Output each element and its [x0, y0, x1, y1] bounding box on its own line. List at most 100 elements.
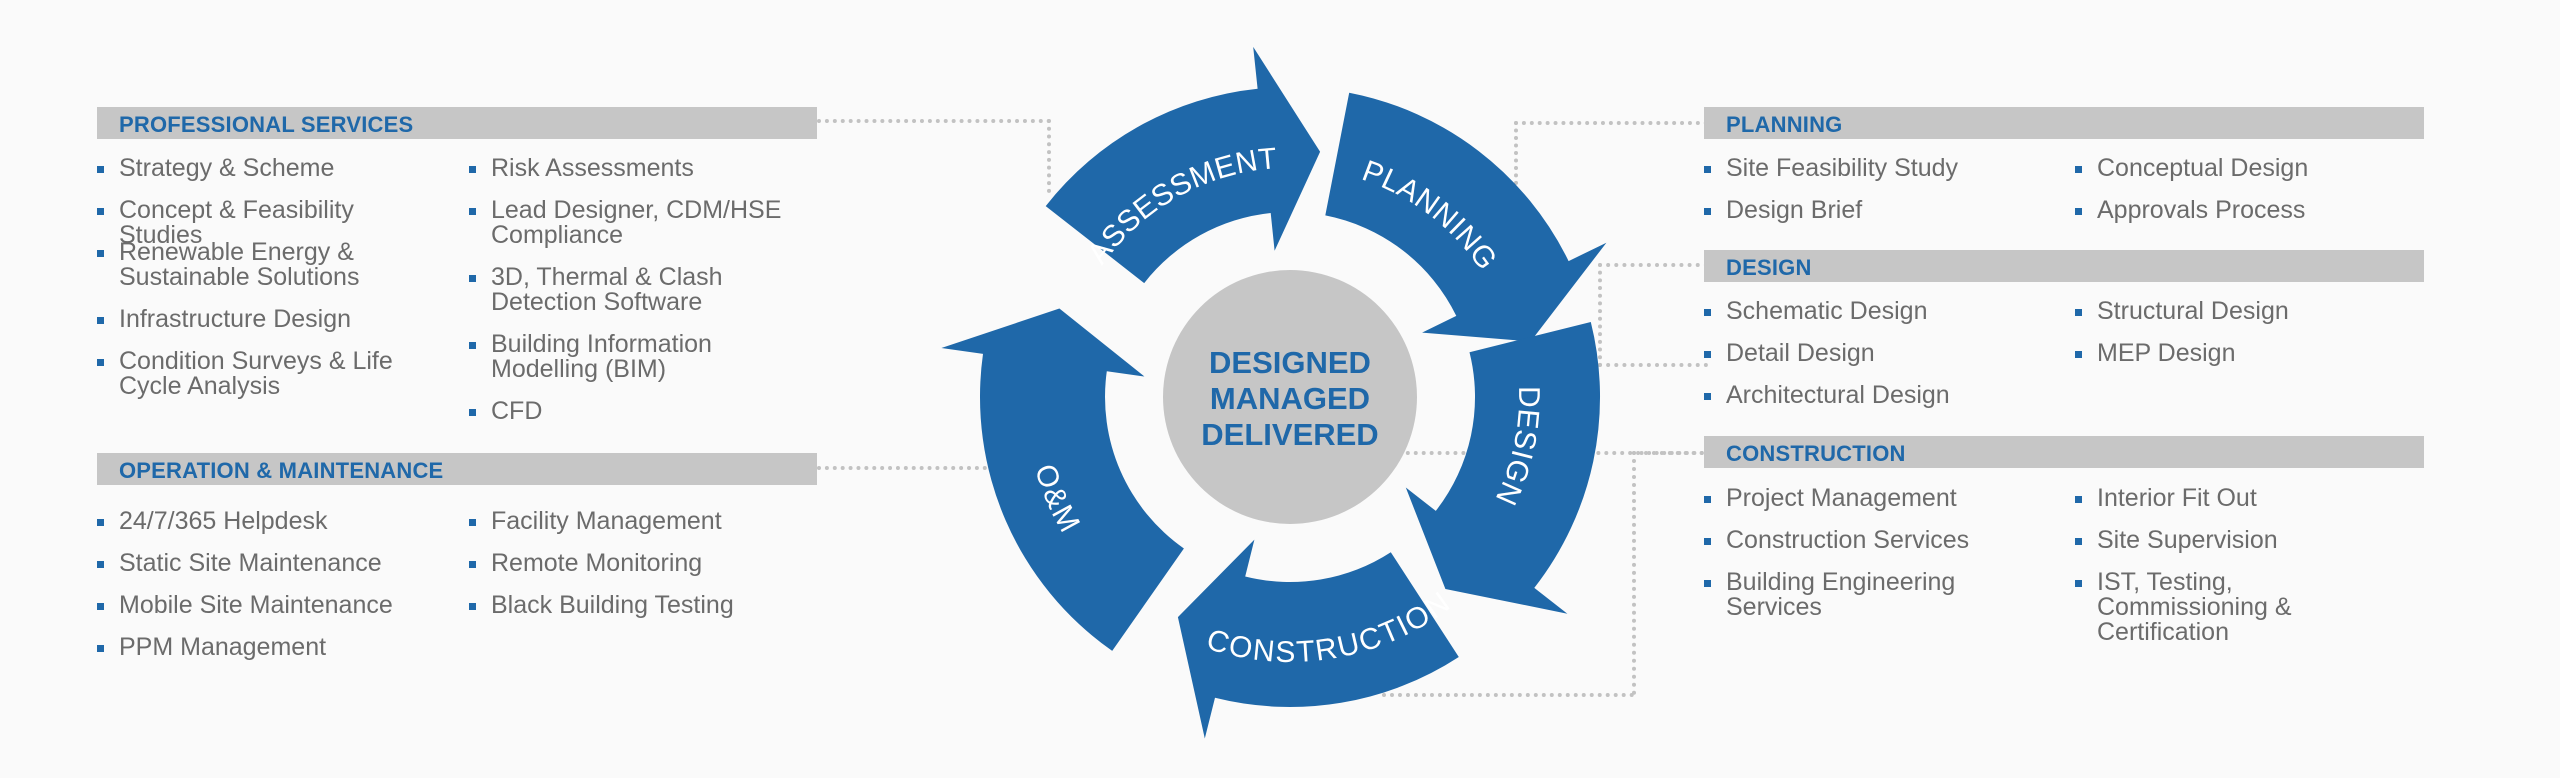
- planning-item: Design Brief: [1704, 196, 2026, 224]
- bullet-icon: [1704, 496, 1711, 503]
- bullet-icon: [469, 409, 476, 416]
- design-item: Detail Design: [1704, 339, 2026, 367]
- center-line-2: MANAGED: [1210, 381, 1370, 416]
- bullet-icon: [97, 561, 104, 568]
- connector-planning: [1514, 121, 1708, 185]
- cycle-arrow-2: [1325, 92, 1607, 342]
- professional-services-item-label: Strategy & Scheme: [119, 154, 335, 182]
- cycle-arrows: [941, 46, 1607, 739]
- design-item-label: Structural Design: [2097, 297, 2289, 325]
- bullet-icon: [469, 603, 476, 610]
- bullet-icon: [469, 342, 476, 349]
- bullet-icon: [1704, 166, 1711, 173]
- bullet-icon: [97, 519, 104, 526]
- connector-construction-b: [1382, 693, 1634, 697]
- operation-maintenance-item-label: Remote Monitoring: [491, 549, 703, 577]
- planning-item-label: Conceptual Design: [2097, 154, 2309, 182]
- professional-services-item: Infrastructure Design: [97, 305, 419, 333]
- operation-maintenance-item-label: 24/7/365 Helpdesk: [119, 507, 328, 535]
- bullet-icon: [2075, 208, 2082, 215]
- planning-item: Site Feasibility Study: [1704, 154, 2026, 182]
- bullet-icon: [469, 275, 476, 282]
- operation-maintenance-item-label: Black Building Testing: [491, 591, 734, 619]
- bullet-icon: [1704, 309, 1711, 316]
- bullet-icon: [97, 317, 104, 324]
- operation-maintenance-item: PPM Management: [97, 633, 419, 661]
- operation-maintenance-header: OPERATION & MAINTENANCE: [97, 453, 817, 485]
- operation-maintenance-item: Black Building Testing: [469, 591, 791, 619]
- planning-item-label: Site Feasibility Study: [1726, 154, 1959, 182]
- planning-item: Conceptual Design: [2075, 154, 2397, 182]
- bullet-icon: [1704, 393, 1711, 400]
- connector-ps: [817, 119, 1051, 193]
- construction-item: IST, Testing, Commissioning & Certificat…: [2075, 570, 2397, 645]
- center-line-1: DESIGNED: [1209, 345, 1371, 380]
- design-item: Architectural Design: [1704, 381, 2026, 409]
- operation-maintenance-item-label: PPM Management: [119, 633, 327, 661]
- planning-item-label: Approvals Process: [2097, 196, 2306, 224]
- professional-services-item-label: Lead Designer, CDM/HSE Compliance: [491, 196, 782, 249]
- construction-header: CONSTRUCTION: [1704, 436, 2424, 468]
- bullet-icon: [2075, 580, 2082, 587]
- professional-services-header: PROFESSIONAL SERVICES: [97, 107, 817, 139]
- professional-services-item-label: Concept & Feasibility Studies: [119, 196, 354, 249]
- bullet-icon: [97, 250, 104, 257]
- construction-item-label: Site Supervision: [2097, 526, 2278, 554]
- design-title: DESIGN: [1726, 255, 1812, 280]
- bullet-icon: [97, 645, 104, 652]
- bullet-icon: [1704, 208, 1711, 215]
- construction-item: Interior Fit Out: [2075, 484, 2397, 512]
- construction-item-label: Construction Services: [1726, 526, 1970, 554]
- connector-construction-v: [1632, 451, 1636, 695]
- bullet-icon: [1704, 538, 1711, 545]
- bullet-icon: [97, 208, 104, 215]
- connector-design: [1598, 263, 1708, 367]
- design-item-label: Detail Design: [1726, 339, 1875, 367]
- bullet-icon: [2075, 309, 2082, 316]
- professional-services-item: 3D, Thermal & Clash Detection Software: [469, 263, 791, 316]
- planning-title: PLANNING: [1726, 112, 1843, 137]
- connector-om: [817, 466, 987, 470]
- design-item: Structural Design: [2075, 297, 2397, 325]
- cycle-arrow-1: [1045, 46, 1321, 284]
- design-item-label: Schematic Design: [1726, 297, 1928, 325]
- professional-services-item: Risk Assessments: [469, 154, 791, 182]
- design-item: MEP Design: [2075, 341, 2397, 366]
- bullet-icon: [97, 359, 104, 366]
- cycle-arrow-4: [1177, 539, 1459, 739]
- design-item-label: Architectural Design: [1726, 381, 1950, 409]
- professional-services-item: Condition Surveys & Life Cycle Analysis: [97, 347, 419, 400]
- planning-item-label: Design Brief: [1726, 196, 1863, 224]
- bullet-icon: [469, 561, 476, 568]
- professional-services-item-label: CFD: [491, 397, 543, 425]
- construction-item-label: Interior Fit Out: [2097, 484, 2257, 512]
- planning-item: Approvals Process: [2075, 196, 2397, 224]
- professional-services-item-label: Infrastructure Design: [119, 305, 352, 333]
- operation-maintenance-item-label: Mobile Site Maintenance: [119, 591, 393, 619]
- professional-services-item-label: 3D, Thermal & Clash Detection Software: [491, 263, 723, 316]
- professional-services-item-label: Renewable Energy & Sustainable Solutions: [119, 238, 360, 291]
- operation-maintenance-item: Facility Management: [469, 507, 791, 535]
- cycle-arrow-3: [1405, 322, 1601, 614]
- design-header: DESIGN: [1704, 250, 2424, 282]
- professional-services-title: PROFESSIONAL SERVICES: [119, 112, 414, 137]
- center-hub: [1163, 270, 1417, 524]
- professional-services-item-label: Risk Assessments: [491, 154, 694, 182]
- operation-maintenance-item: Mobile Site Maintenance: [97, 591, 419, 619]
- operation-maintenance-item: Static Site Maintenance: [97, 551, 419, 576]
- construction-item: Site Supervision: [2075, 526, 2397, 554]
- bullet-icon: [469, 208, 476, 215]
- bullet-icon: [2075, 538, 2082, 545]
- bullet-icon: [2075, 351, 2082, 358]
- bullet-icon: [97, 603, 104, 610]
- design-item: Schematic Design: [1704, 297, 2026, 325]
- operation-maintenance-item: Remote Monitoring: [469, 549, 791, 577]
- operation-maintenance-title: OPERATION & MAINTENANCE: [119, 458, 444, 483]
- professional-services-item-label: Building Information Modelling (BIM): [491, 330, 712, 383]
- professional-services-item-label: Condition Surveys & Life Cycle Analysis: [119, 347, 393, 400]
- professional-services-item: Concept & Feasibility Studies: [97, 196, 419, 249]
- professional-services-item: Building Information Modelling (BIM): [469, 330, 791, 383]
- operation-maintenance-item-label: Facility Management: [491, 507, 722, 535]
- connector-construction-t: [1632, 451, 1704, 455]
